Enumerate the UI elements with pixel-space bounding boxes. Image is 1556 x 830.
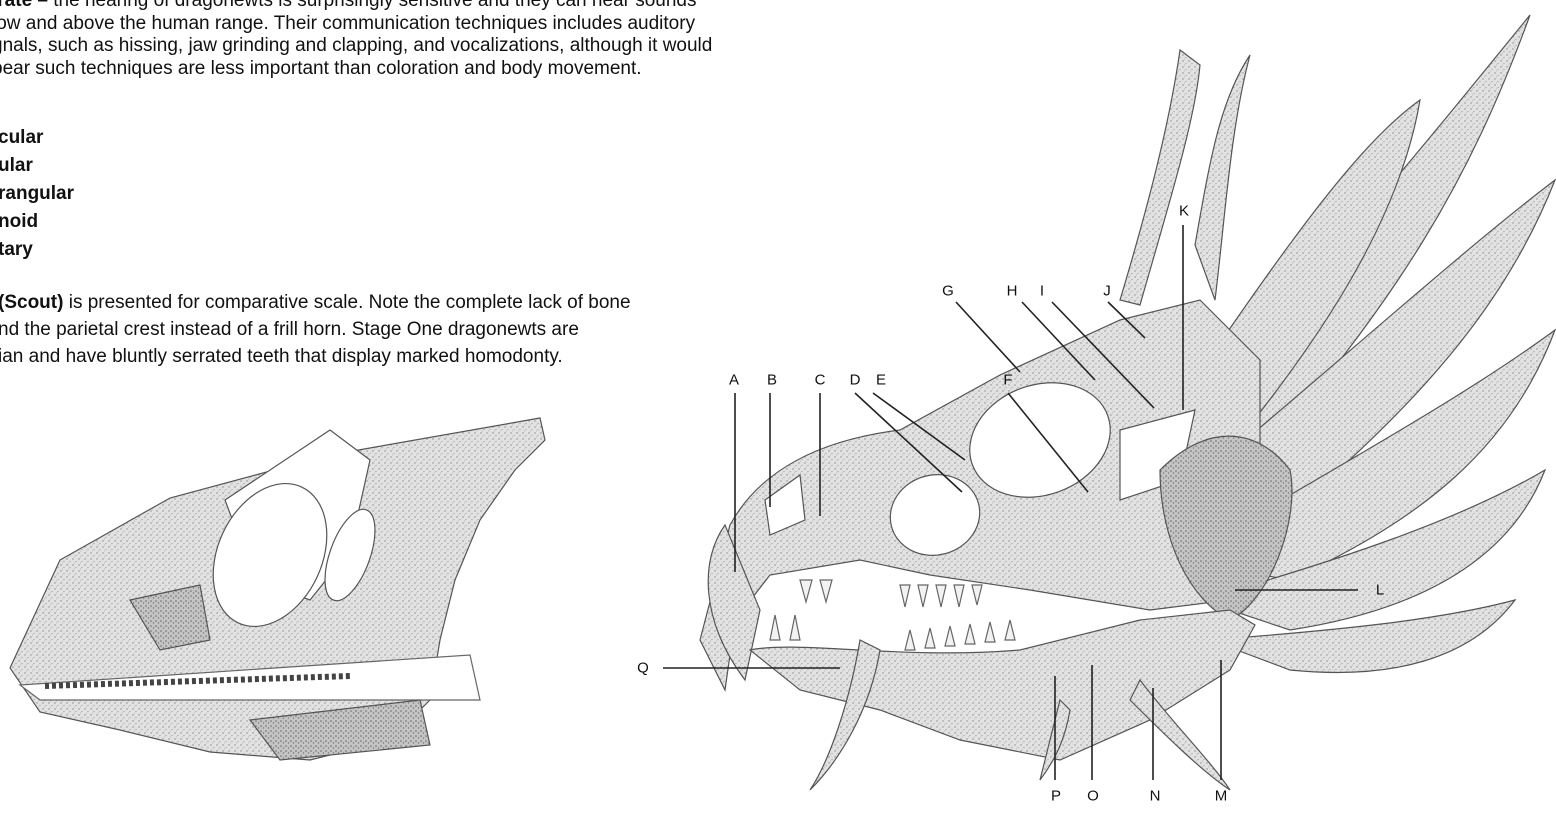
label-h: H <box>1007 283 1018 300</box>
label-o: O <box>1087 788 1099 805</box>
label-n: N <box>1150 788 1161 805</box>
label-i: I <box>1040 283 1044 300</box>
label-k: K <box>1179 203 1189 220</box>
label-e: E <box>876 372 886 389</box>
label-j: J <box>1103 283 1111 300</box>
label-q: Q <box>637 660 649 677</box>
label-p: P <box>1051 788 1061 805</box>
label-b: B <box>767 372 777 389</box>
label-l: L <box>1376 582 1384 599</box>
scout-skull-drawing <box>10 418 545 760</box>
label-m: M <box>1215 788 1228 805</box>
label-f: F <box>1003 372 1012 389</box>
label-a: A <box>729 372 739 389</box>
label-g: G <box>942 283 954 300</box>
label-d: D <box>850 372 861 389</box>
label-c: C <box>815 372 826 389</box>
dragonewt-skull-drawing <box>700 15 1555 790</box>
